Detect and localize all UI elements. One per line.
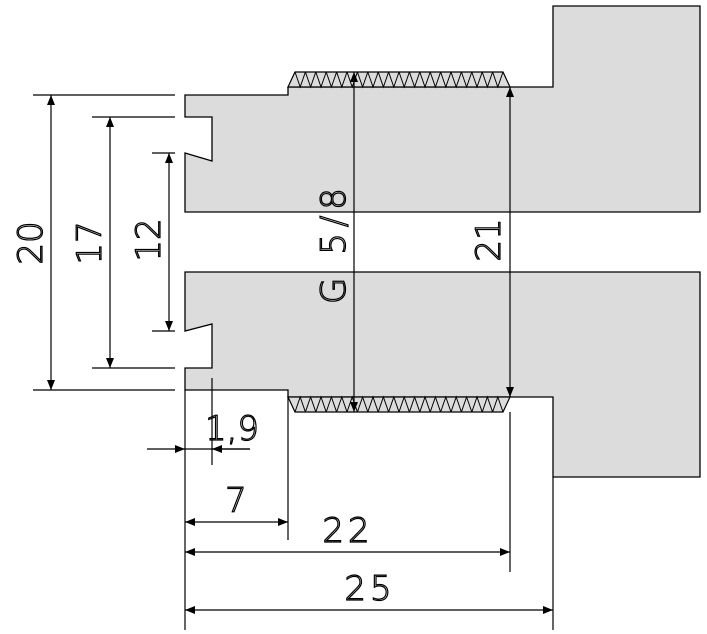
upper-fitting-section [184,5,701,213]
dimension-label-1-9: 1,9 [205,409,259,449]
dimension-label-17: 17 [70,221,110,264]
lower-fitting-section [184,271,701,478]
thread-bottom [287,395,511,413]
dimension-label-12: 12 [129,218,169,261]
dimension-label-7: 7 [225,481,247,521]
dimension-label-21: 21 [469,218,509,261]
thread-label-g-5-8: G 5/8 [314,182,354,304]
dimension-label-20: 20 [11,221,51,264]
thread-top [287,71,511,89]
dimension-label-22: 22 [322,511,373,551]
dimension-label-25: 25 [344,569,395,609]
dimension-lines [33,72,554,630]
